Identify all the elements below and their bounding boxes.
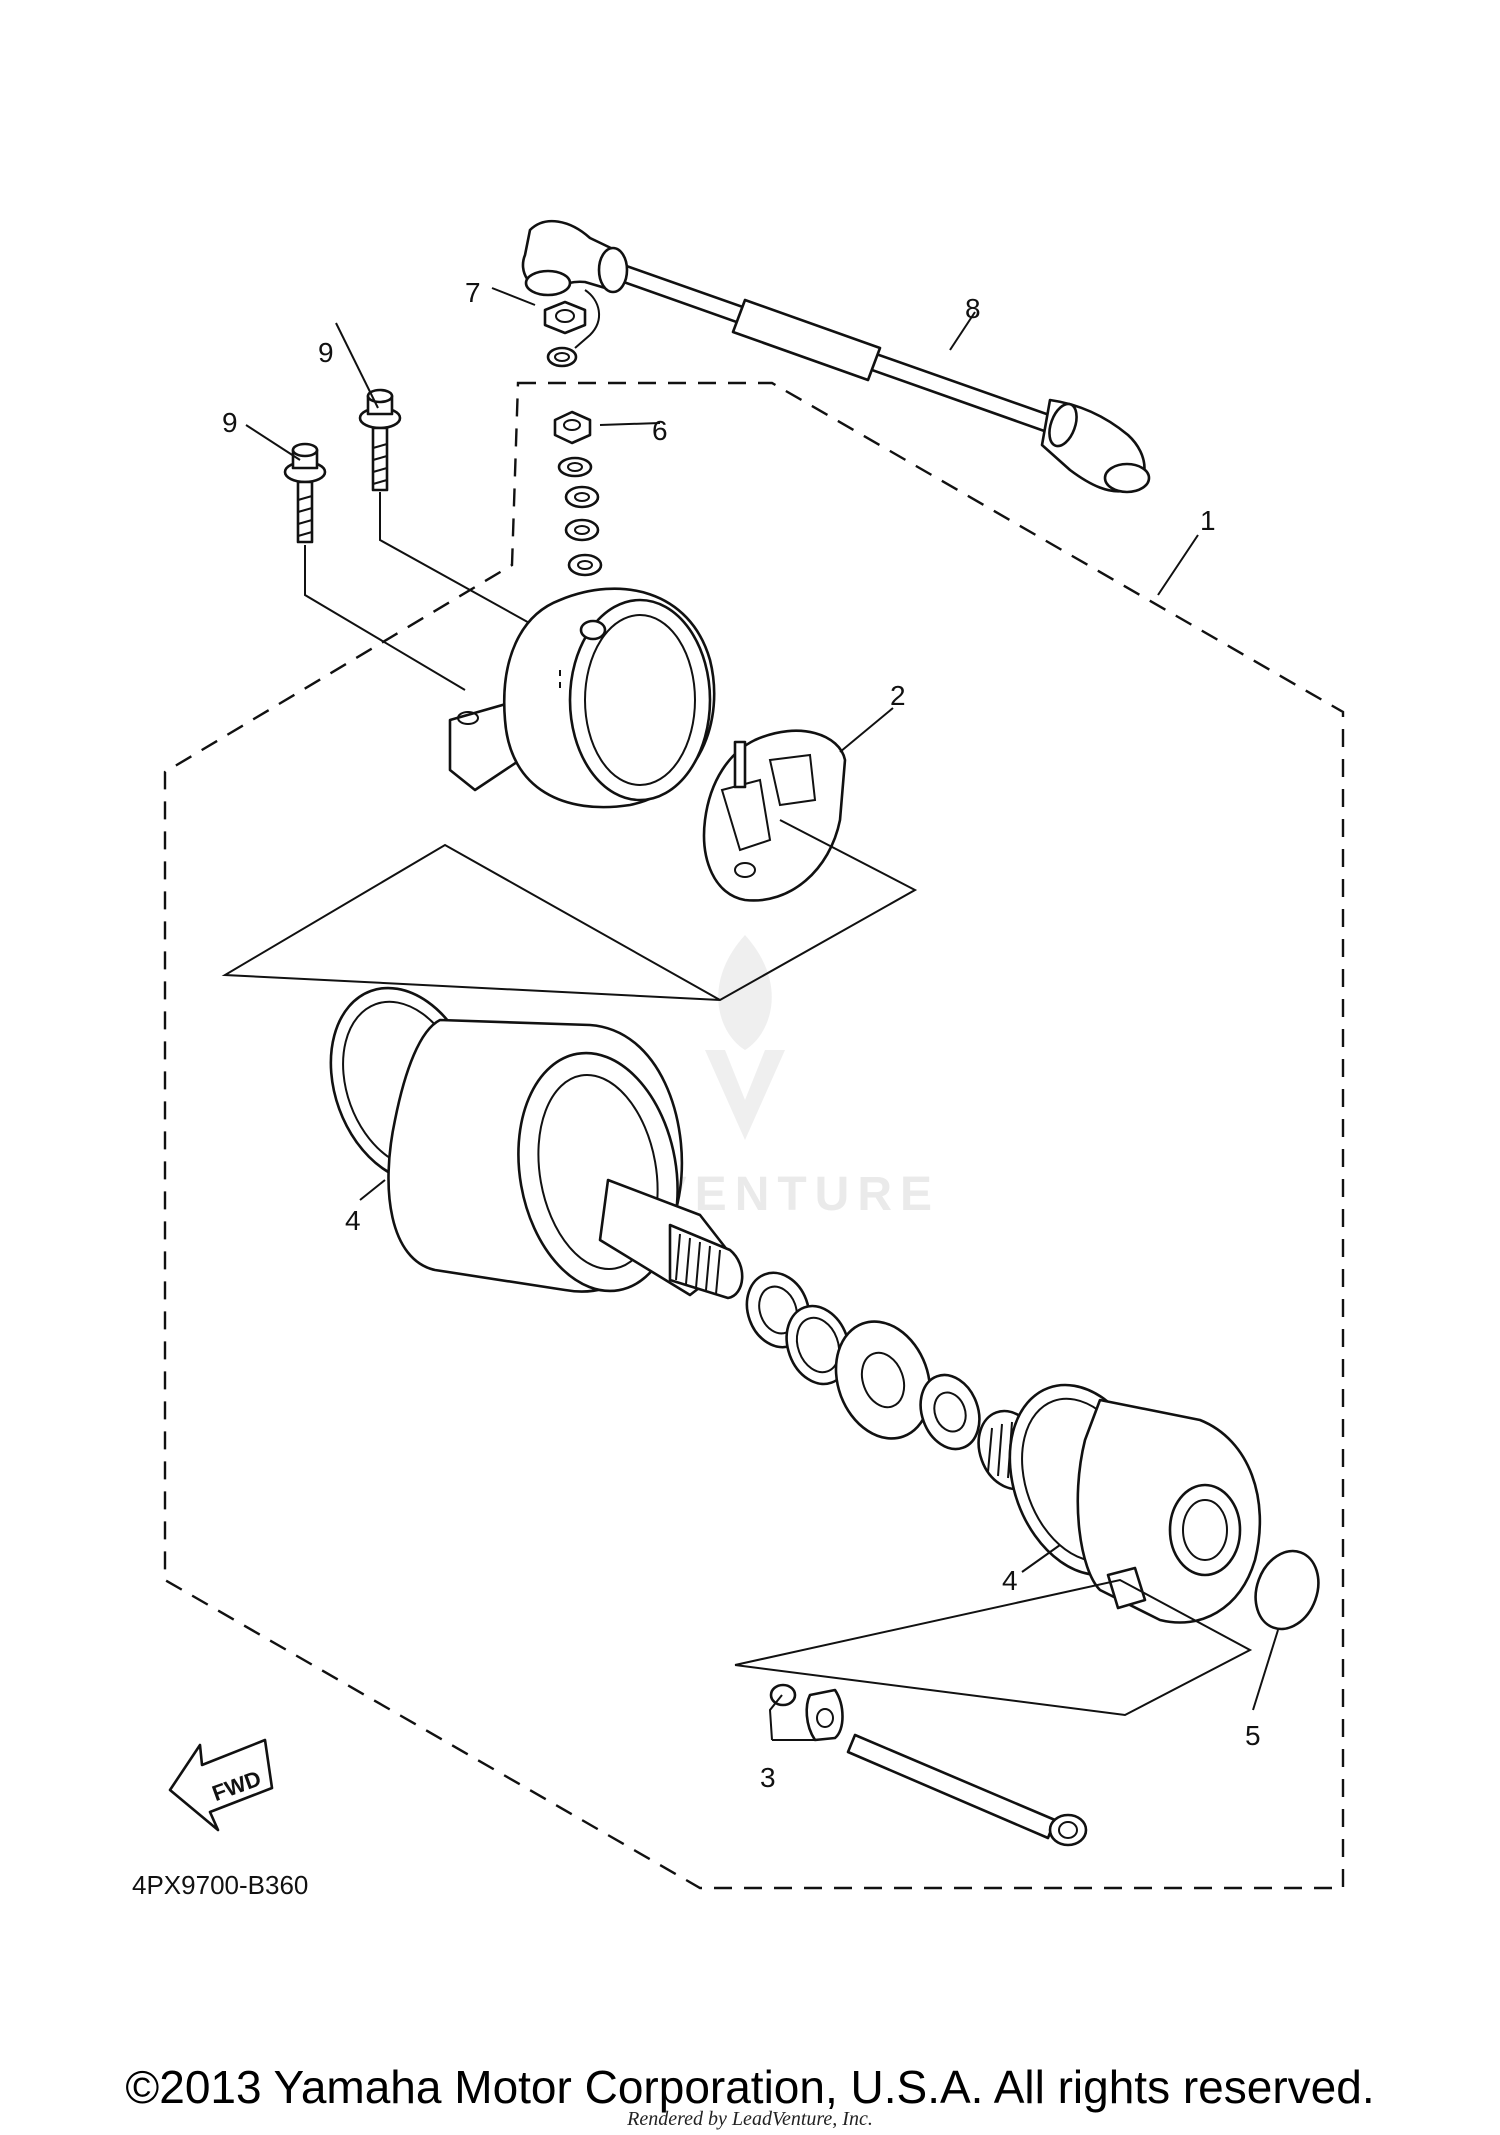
through-bolt-3 [734,1578,1253,1847]
assembly-dashed-outline [163,381,1345,1890]
brush-holder-2 [221,729,918,1002]
bolt-9-left [283,442,327,544]
callout-leaders [245,287,1279,1741]
callout-1: 1 [1200,505,1216,536]
fwd-arrow-icon: FWD [168,1738,274,1832]
o-ring-5 [1254,1549,1320,1631]
front-cover [1008,1383,1262,1624]
nut-7 [543,300,587,368]
callout-4-cover: 4 [1002,1565,1018,1596]
rear-housing [448,587,716,809]
callout-6: 6 [652,415,668,446]
nut-6-washer-stack [553,410,603,577]
bolt-9-right [358,388,402,492]
callout-9-left: 9 [222,407,238,438]
callout-2: 2 [890,680,906,711]
callout-3: 3 [760,1762,776,1793]
callout-5: 5 [1245,1720,1261,1751]
copyright-text: ©2013 Yamaha Motor Corporation, U.S.A. A… [125,2061,1375,2113]
callout-8: 8 [965,293,981,324]
callout-9-right: 9 [318,337,334,368]
starter-cable [521,219,1151,494]
callout-7: 7 [465,277,481,308]
rendered-by-text: Rendered by LeadVenture, Inc. [627,2108,873,2130]
callout-4-armature: 4 [345,1205,361,1236]
thrust-washers [745,1271,1043,1491]
armature-yoke [329,986,744,1300]
diagram-code: 4PX9700-B360 [132,1870,309,1900]
